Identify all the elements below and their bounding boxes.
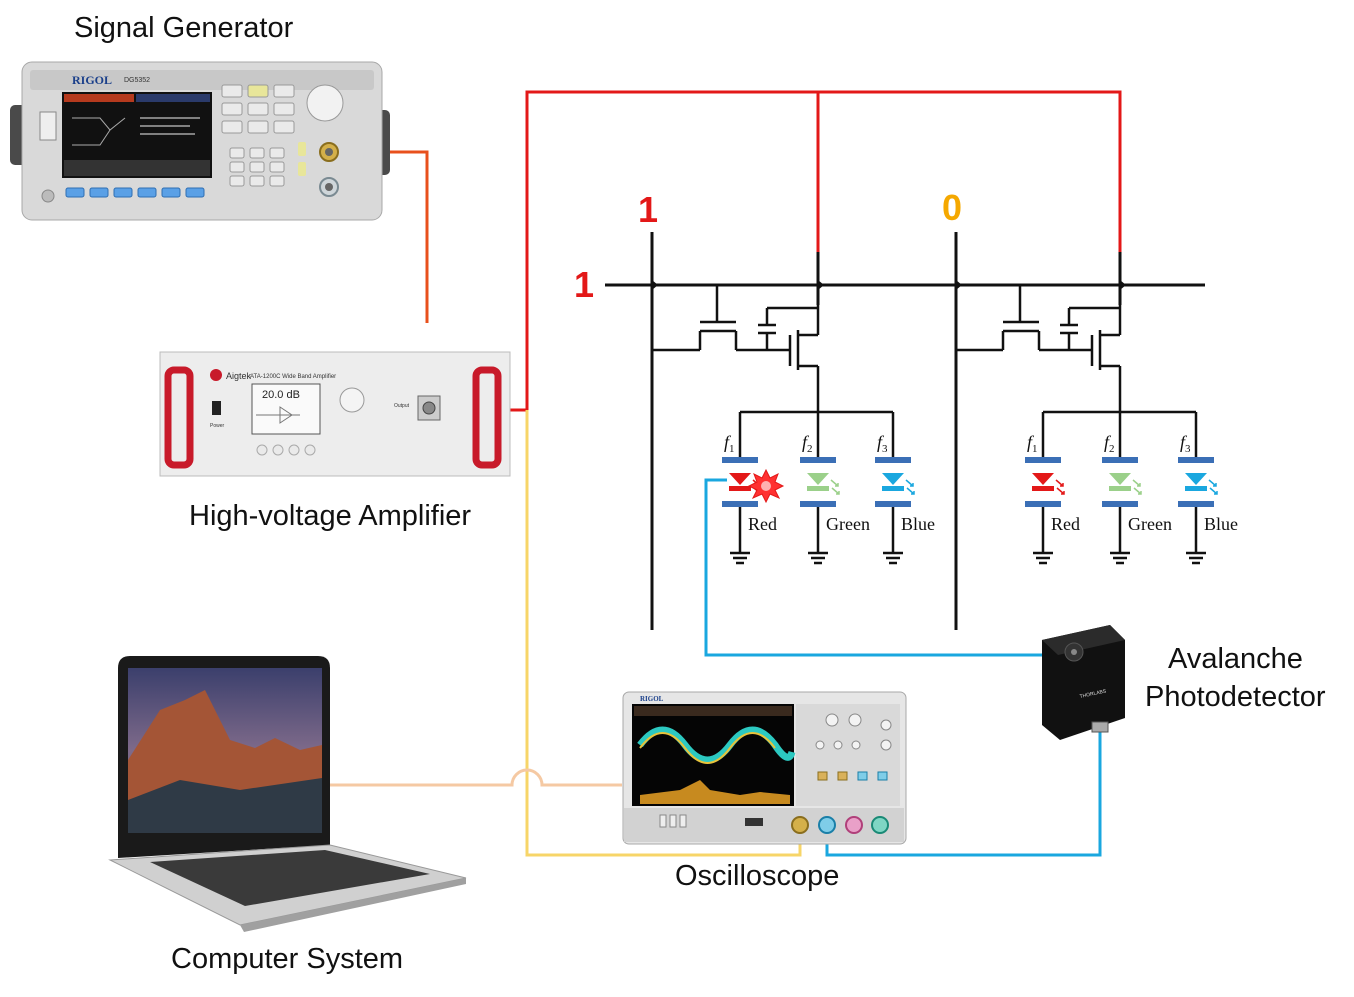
apd-label-line1: Avalanche: [1168, 643, 1303, 675]
ground-icon: [1186, 551, 1206, 565]
pixel-cell-right: [956, 285, 1198, 553]
led-color-label: Red: [748, 514, 777, 534]
svg-text:20.0 dB: 20.0 dB: [262, 389, 300, 401]
svg-text:Output: Output: [394, 403, 410, 409]
led-stacks: [722, 457, 1218, 507]
signal-generator-label: Signal Generator: [74, 12, 294, 44]
col-left-logic-label: 1: [638, 189, 658, 230]
ground-icon: [730, 551, 750, 565]
ground-icon: [1033, 551, 1053, 565]
ground-icon: [883, 551, 903, 565]
pc-wire: [330, 768, 622, 787]
oscilloscope-device: RIGOL: [622, 691, 907, 845]
pixel-cell-left: [652, 285, 895, 553]
led-color-label: Red: [1051, 514, 1080, 534]
svg-text:DG5352: DG5352: [124, 77, 150, 84]
oscilloscope-label: Oscilloscope: [675, 860, 840, 892]
led-green-right: [1102, 457, 1142, 507]
col-right-logic-label: 0: [942, 187, 962, 228]
freq-label: f3: [1180, 432, 1191, 455]
hv-amplifier-label: High-voltage Amplifier: [189, 500, 472, 532]
led-green-left: [800, 457, 840, 507]
svg-text:ATA-1200C Wide Band Amplifier: ATA-1200C Wide Band Amplifier: [250, 374, 336, 380]
led-color-label: Green: [826, 514, 870, 534]
freq-label: f3: [877, 432, 888, 455]
svg-text:RIGOL: RIGOL: [640, 695, 664, 703]
hv-wire: [440, 90, 1122, 412]
freq-label: f2: [802, 432, 813, 455]
hv-amplifier-device: Aigtek ATA-1200C Wide Band Amplifier Pow…: [159, 351, 511, 477]
freq-label: f2: [1104, 432, 1115, 455]
led-red-right: [1025, 457, 1065, 507]
ground-icon: [808, 551, 828, 565]
emission-burst-icon: [747, 468, 785, 504]
led-color-label: Blue: [901, 514, 935, 534]
led-blue-left: [875, 457, 915, 507]
led-color-label: Green: [1128, 514, 1172, 534]
ground-symbols: [730, 551, 1206, 565]
svg-text:Aigtek: Aigtek: [226, 371, 252, 381]
freq-label: f1: [724, 432, 735, 455]
computer-system-label: Computer System: [171, 943, 404, 975]
avalanche-photodetector-device: THORLABS: [1042, 625, 1125, 740]
apd-label-line2: Photodetector: [1145, 681, 1326, 713]
led-blue-right: [1178, 457, 1218, 507]
ground-icon: [1110, 551, 1130, 565]
row-logic-label: 1: [574, 264, 594, 305]
laptop-device: [108, 656, 467, 932]
sg-brand-text: RIGOL: [72, 73, 112, 87]
svg-text:Power: Power: [210, 423, 225, 429]
freq-label: f1: [1027, 432, 1038, 455]
signal-generator-device: RIGOL DG5352: [10, 61, 390, 221]
led-color-label: Blue: [1204, 514, 1238, 534]
apd-fiber-wire: [704, 478, 1070, 657]
pixel-matrix-circuit: [605, 232, 1205, 630]
led-red-left: [722, 457, 762, 507]
svg-text:THORLABS: THORLABS: [1079, 688, 1107, 700]
